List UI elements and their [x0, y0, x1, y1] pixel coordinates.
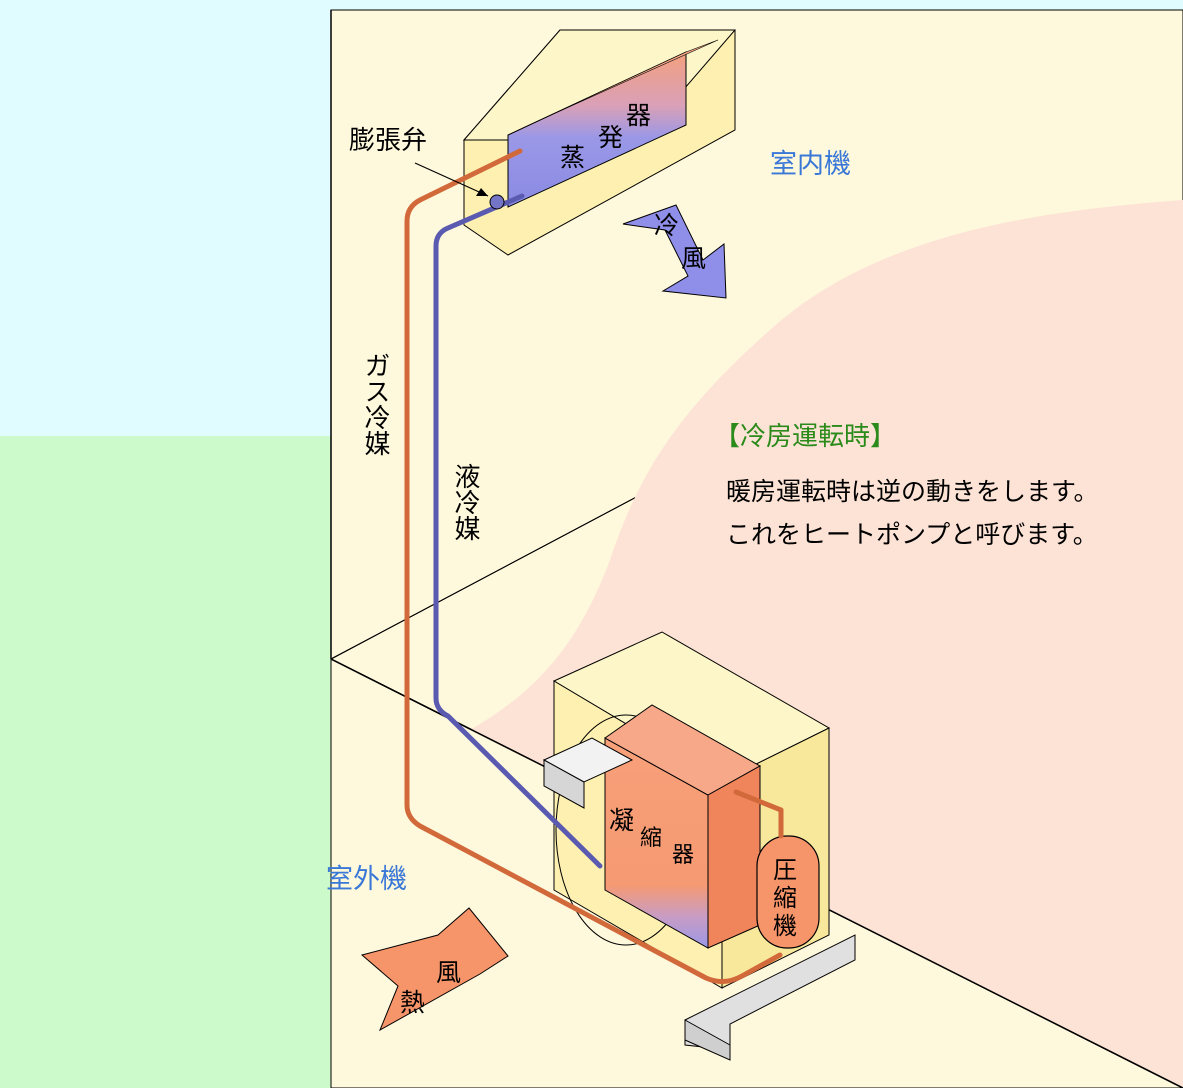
hot-air-arrow [360, 907, 509, 1032]
evaporator-char-2: 発 [598, 123, 624, 152]
liquid-pipe [433, 193, 603, 869]
outdoor-unit-label: 室外機 [326, 864, 407, 895]
condenser-char-1: 凝 [609, 806, 635, 835]
cold-air-char-2: 風 [681, 244, 707, 273]
liquid-refrigerant-label: 液冷媒 [450, 463, 480, 541]
cold-air-arrow [622, 204, 727, 299]
indoor-unit [462, 29, 737, 256]
cooling-mode-title: 【冷房運転時】 [714, 422, 897, 452]
indoor-unit-label: 室内機 [770, 149, 851, 180]
cooling-zone-shape [470, 200, 1183, 1088]
compressor-char-3: 機 [773, 912, 797, 940]
gas-refrigerant-label: ガス冷媒 [360, 352, 390, 456]
expansion-valve-label: 膨張弁 [349, 126, 428, 156]
note-line-2: これをヒートポンプと呼びます。 [726, 520, 1098, 549]
gas-pipe [404, 148, 784, 984]
compressor-char-2: 縮 [773, 884, 797, 912]
condenser-char-2: 縮 [640, 826, 663, 851]
condenser-char-3: 器 [672, 843, 695, 868]
valve-pointer-line [414, 162, 489, 197]
hot-air-char-1: 熱 [400, 988, 426, 1017]
expansion-valve [489, 194, 505, 210]
valve-pointer-head [476, 188, 488, 196]
evaporator-char-3: 器 [626, 101, 652, 130]
hot-air-char-2: 風 [436, 958, 462, 987]
note-line-1: 暖房運転時は逆の動きをします。 [726, 477, 1099, 506]
evaporator-char-1: 蒸 [560, 143, 586, 172]
compressor-body [756, 835, 820, 949]
compressor-char-1: 圧 [773, 856, 797, 884]
outdoor-unit-base [542, 737, 856, 1061]
cold-air-char-1: 冷 [654, 211, 680, 240]
